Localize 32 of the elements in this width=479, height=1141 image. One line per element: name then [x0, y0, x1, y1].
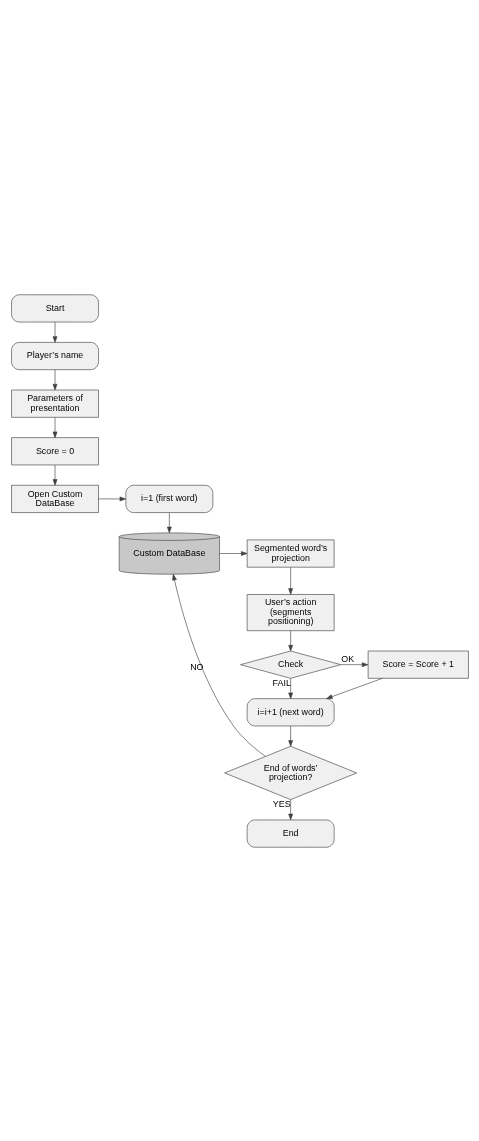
- arrow: [52, 416, 57, 438]
- arrow: [218, 550, 247, 556]
- edge-label: NO: [189, 661, 203, 672]
- node-box: Score = Score + 1: [367, 650, 469, 679]
- arrow: [325, 677, 383, 699]
- arrow: [287, 629, 293, 651]
- node-box: End: [246, 819, 334, 848]
- edge-label: FAIL: [272, 677, 291, 688]
- arrow: [166, 511, 172, 533]
- arrow: [52, 321, 57, 343]
- node-box: Start: [10, 293, 99, 322]
- arrow: [52, 369, 57, 390]
- node-box: Player’s name: [10, 341, 99, 370]
- arrow: [171, 573, 266, 757]
- node-box: Open Custom DataBase: [10, 484, 99, 513]
- edge-label: YES: [272, 798, 291, 809]
- node-diamond: Check: [239, 650, 341, 679]
- node-box: i=i+1 (next word): [246, 697, 334, 726]
- node-box: Parameters of presentation: [10, 389, 99, 418]
- arrow: [287, 725, 293, 747]
- node-box: Segmented word’s projection: [246, 539, 334, 567]
- arrow: [287, 677, 293, 699]
- node-box: i=1 (first word): [125, 484, 213, 513]
- arrow: [287, 566, 293, 595]
- node-box: User’s action (segments positioning): [246, 593, 334, 631]
- arrow: [52, 464, 57, 486]
- edge-label: OK: [340, 653, 354, 664]
- node-box: Score = 0: [10, 436, 99, 465]
- node-diamond: End of words’ projection?: [223, 745, 357, 800]
- arrow: [287, 798, 293, 820]
- arrow: [340, 661, 368, 667]
- arrow: [97, 496, 126, 501]
